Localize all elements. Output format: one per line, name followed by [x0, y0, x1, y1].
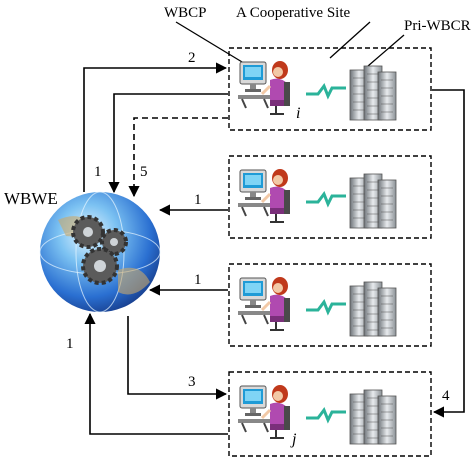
- arrow-1-site-j-label: 1: [66, 336, 74, 352]
- site-j-workstation: [236, 383, 292, 440]
- arrow-1-site-2-label: 1: [194, 192, 202, 208]
- wbcp-leader-line: [175, 21, 253, 69]
- pri-wbcr-label: Pri-WBCR: [404, 18, 471, 34]
- site-j-link: [304, 408, 348, 422]
- site-j-servers: [349, 389, 397, 445]
- arrow-1-site-i-label: 1: [94, 164, 102, 180]
- site-3-servers: [349, 281, 397, 337]
- cooperative-site-box-3: [228, 263, 432, 347]
- arrow-5-site-i-to-wbwe: [128, 117, 228, 198]
- cooperative-site-label: A Cooperative Site: [236, 5, 350, 21]
- cooperative-site-box-j: [228, 371, 432, 457]
- site-i-marker: i: [296, 105, 300, 122]
- arrow-3-wbwe-to-site-j: [127, 316, 228, 400]
- site-2-workstation: [236, 167, 292, 224]
- arrow-5-label: 5: [140, 164, 148, 180]
- arrow-3-label: 3: [188, 374, 196, 390]
- arrow-2-wbwe-to-site-i: [83, 62, 228, 192]
- arrow-1-site-i-to-wbwe: [108, 93, 228, 194]
- site-j-marker: j: [290, 431, 297, 448]
- cooperative-site-leader-line: [329, 21, 371, 59]
- site-i-workstation: [236, 59, 292, 116]
- gears-icon: [71, 215, 128, 285]
- site-2-servers: [349, 173, 397, 229]
- wbwe-label: WBWE: [4, 189, 58, 208]
- site-2-link: [304, 192, 348, 206]
- site-3-workstation: [236, 275, 292, 332]
- site-3-link: [304, 300, 348, 314]
- site-i-servers: [349, 65, 397, 121]
- site-i-link: [304, 84, 348, 98]
- arrow-1-site-3-label: 1: [194, 272, 202, 288]
- pri-wbcr-leader-line: [367, 34, 405, 67]
- cooperative-site-box-i: [228, 47, 432, 131]
- arrow-2-label: 2: [188, 50, 196, 66]
- arrow-4-label: 4: [442, 388, 450, 404]
- cooperative-site-box-2: [228, 155, 432, 239]
- arrow-4-site-i-to-site-j: [432, 89, 465, 418]
- wbcp-label: WBCP: [164, 5, 207, 21]
- arrow-1-site-j-to-wbwe: [84, 312, 228, 435]
